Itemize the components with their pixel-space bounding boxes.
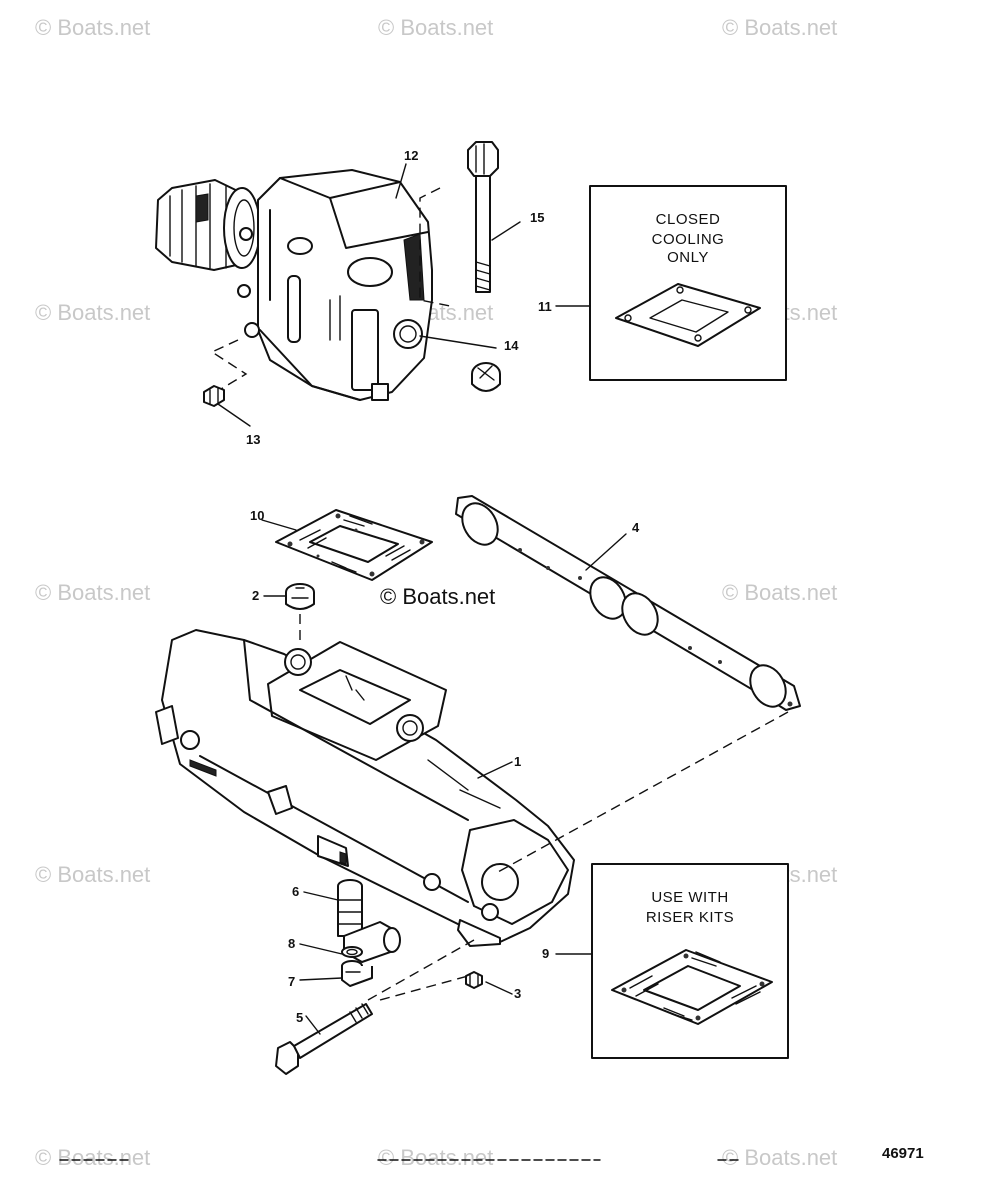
callout-2: 2 (252, 588, 259, 603)
watermark: © Boats.net (722, 15, 837, 40)
pipe-plug-icon (285, 583, 315, 610)
pipe-plug-icon (465, 971, 483, 989)
box-text-line: USE WITH (651, 889, 728, 906)
callout-6: 6 (292, 884, 299, 899)
callout-10: 10 (250, 508, 264, 523)
gasket-icon (615, 283, 761, 347)
watermark: © Boats.net (35, 862, 150, 887)
watermark: © Boats.net (35, 15, 150, 40)
closed-cooling-box: CLOSED COOLING ONLY (589, 185, 787, 381)
watermark: © Boats.net (722, 580, 837, 605)
callout-labels: 12 15 11 14 13 10 2 4 1 6 8 7 3 5 9 (246, 148, 640, 1025)
hose-fitting-icon (341, 960, 373, 987)
box-text-line: ONLY (667, 249, 709, 266)
watermark: © Boats.net (722, 1145, 837, 1170)
callout-13: 13 (246, 432, 260, 447)
leader-lines (217, 163, 627, 1035)
assembly-guide-line (497, 711, 789, 873)
assembly-guide-line (210, 339, 248, 393)
center-watermark: © Boats.net (380, 584, 495, 609)
watermark: © Boats.net (35, 580, 150, 605)
callout-12: 12 (404, 148, 418, 163)
diagram-number: 46971 (882, 1145, 924, 1162)
gasket-icon (275, 509, 433, 581)
callout-9: 9 (542, 946, 549, 961)
callout-15: 15 (530, 210, 544, 225)
bolt-icon (467, 141, 499, 293)
exhaust-manifold-icon (155, 629, 575, 947)
riser-kits-box: USE WITH RISER KITS (591, 863, 789, 1059)
box-text-line: CLOSED (656, 211, 721, 228)
watermark: © Boats.net (378, 1145, 493, 1170)
box-text-line: RISER KITS (646, 909, 734, 926)
bolt-icon (275, 1003, 373, 1075)
box-text-line: COOLING (652, 231, 725, 248)
assembly-guide-line (379, 975, 469, 1001)
callout-11: 11 (538, 299, 552, 314)
exhaust-elbow-icon (155, 169, 433, 401)
o-ring-icon (341, 946, 363, 958)
callout-5: 5 (296, 1010, 303, 1025)
pipe-plug-icon (471, 362, 501, 392)
callout-4: 4 (632, 520, 640, 535)
assembly-guide-line (419, 187, 451, 307)
callout-14: 14 (504, 338, 519, 353)
gasket-icon (455, 495, 801, 711)
callout-3: 3 (514, 986, 521, 1001)
assembly-guide-line (367, 939, 475, 1001)
callout-8: 8 (288, 936, 295, 951)
gasket-icon (611, 949, 773, 1025)
pipe-plug-icon (203, 385, 225, 407)
callout-7: 7 (288, 974, 295, 989)
watermark: © Boats.net (35, 300, 150, 325)
watermark: © Boats.net (35, 1145, 150, 1170)
watermark: © Boats.net (378, 15, 493, 40)
callout-1: 1 (514, 754, 521, 769)
